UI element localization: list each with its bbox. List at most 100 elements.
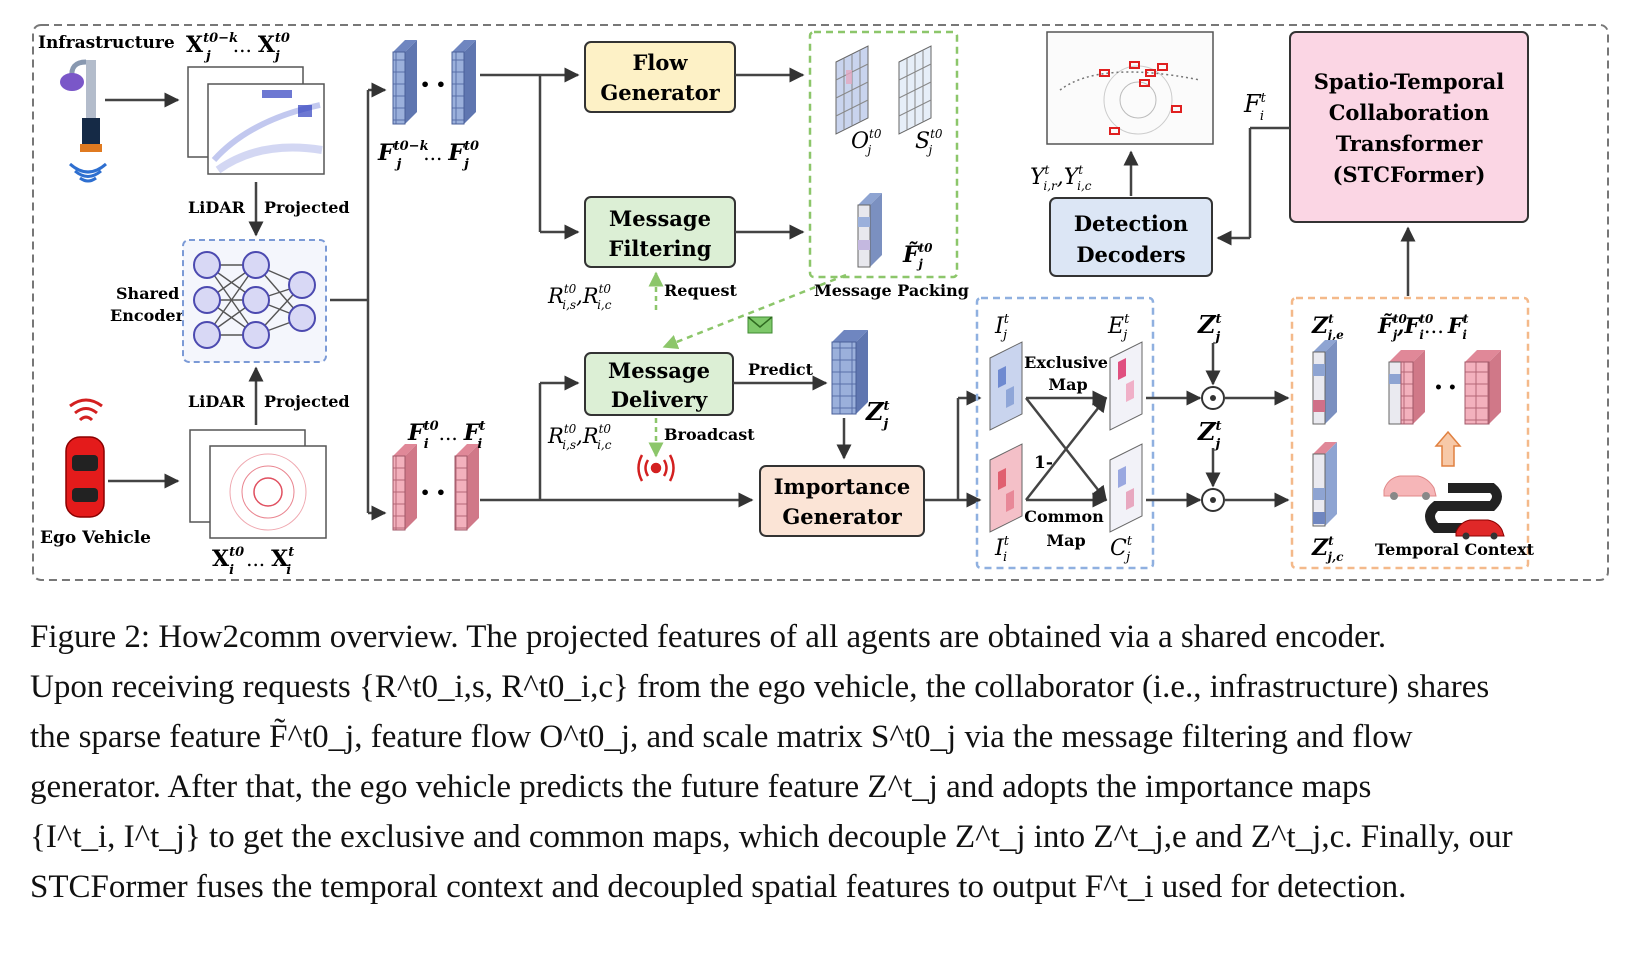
request-label: Request <box>664 281 737 300</box>
flow-generator-label-2: Generator <box>600 80 720 105</box>
caption-line-3: the sparse feature F̃^t0_j, feature flow… <box>30 719 1413 755</box>
lidar-label-bottom: LiDAR <box>188 392 246 411</box>
caption-line-1: Figure 2: How2comm overview. The project… <box>30 619 1387 655</box>
scale-matrix-s <box>898 45 932 135</box>
detection-decoders-box: Detection Decoders <box>1049 197 1213 277</box>
cube-ellipsis-j: • • <box>420 75 446 94</box>
envelope-icon <box>747 316 773 334</box>
exclusive-map-label-1: Exclusive <box>1024 353 1108 372</box>
broadcast-icon <box>637 454 675 482</box>
one-minus-label: 1- <box>1034 453 1053 473</box>
predict-label: Predict <box>748 360 814 379</box>
message-filtering-label-1: Message <box>609 206 711 231</box>
up-arrow-temporal <box>1434 430 1462 467</box>
cube-z-je <box>1312 340 1337 425</box>
stcformer-box: Spatio-Temporal Collaboration Transforme… <box>1289 31 1529 223</box>
message-packing-label: Message Packing <box>814 281 969 300</box>
temporal-context-label: Temporal Context <box>1375 540 1535 559</box>
caption-line-6: STCFormer fuses the temporal context and… <box>30 869 1407 905</box>
stcformer-label-4: (STCFormer) <box>1333 162 1486 187</box>
feature-cubes-i: • • <box>392 444 479 531</box>
ego-lidar-frames <box>189 429 327 539</box>
stcformer-label-3: Transformer <box>1336 131 1484 156</box>
map-i-i <box>989 443 1023 533</box>
projected-label-bottom: Projected <box>264 392 350 411</box>
detection-result-image <box>1046 31 1214 145</box>
importance-generator-label-1: Importance <box>774 474 911 499</box>
exclusive-map-label-2: Map <box>1048 375 1087 394</box>
message-filtering-box: Message Filtering <box>584 196 736 268</box>
multiply-node-top <box>1201 386 1225 410</box>
map-c-j <box>1109 443 1143 533</box>
projected-label-top: Projected <box>264 198 350 217</box>
infra-lidar-frames <box>187 66 325 175</box>
ego-vehicle: Ego Vehicle <box>40 398 151 548</box>
message-filtering-label-2: Filtering <box>609 236 712 261</box>
future-feature-cube <box>831 330 868 415</box>
ego-vehicle-label: Ego Vehicle <box>40 528 151 548</box>
caption-line-2: Upon receiving requests {R^t0_i,s, R^t0_… <box>30 669 1490 705</box>
common-map-label-2: Map <box>1046 531 1085 550</box>
flow-map-o <box>835 45 869 135</box>
streetlight-icon <box>60 59 102 152</box>
flow-generator-label-1: Flow <box>633 50 689 75</box>
caption-line-4: generator. After that, the ego vehicle p… <box>30 769 1372 805</box>
cube-stack-fused: • • <box>1388 350 1501 425</box>
car-icon-light <box>1383 475 1437 500</box>
importance-generator-box: Importance Generator <box>759 465 925 537</box>
message-delivery-label-2: Delivery <box>611 387 708 412</box>
cube-z-jc <box>1312 442 1337 527</box>
importance-generator-label-2: Generator <box>782 504 902 529</box>
detection-decoders-label-2: Decoders <box>1076 242 1185 267</box>
message-delivery-label-1: Message <box>608 358 710 383</box>
stcformer-label-2: Collaboration <box>1329 100 1490 125</box>
caption-line-5: {I^t_i, I^t_j} to get the exclusive and … <box>30 819 1513 855</box>
wifi-icon-infra <box>69 162 107 183</box>
cube-ellipsis-fused: • • <box>1434 380 1457 396</box>
message-delivery-box: Message Delivery <box>584 352 734 416</box>
road-icon <box>1425 483 1502 533</box>
shared-encoder-label-2: Encoder <box>110 306 185 325</box>
wifi-icon-ego <box>69 398 103 422</box>
common-map-label-1: Common <box>1024 507 1104 526</box>
map-i-j <box>989 341 1023 431</box>
sparse-feature-cube <box>857 193 882 268</box>
multiply-node-bottom <box>1201 488 1225 512</box>
stcformer-label-1: Spatio-Temporal <box>1314 69 1505 94</box>
infrastructure-agent: Infrastructure <box>38 33 175 183</box>
figure-caption: Figure 2: How2comm overview. The project… <box>30 612 1590 912</box>
outer-frame <box>32 24 1609 581</box>
car-icon <box>65 436 105 518</box>
lidar-label-top: LiDAR <box>188 198 246 217</box>
shared-encoder <box>182 239 327 363</box>
shared-encoder-label-1: Shared <box>116 284 179 303</box>
flow-generator-box: Flow Generator <box>584 41 736 113</box>
feature-cubes-j: • • <box>392 40 476 125</box>
broadcast-label: Broadcast <box>664 425 755 444</box>
